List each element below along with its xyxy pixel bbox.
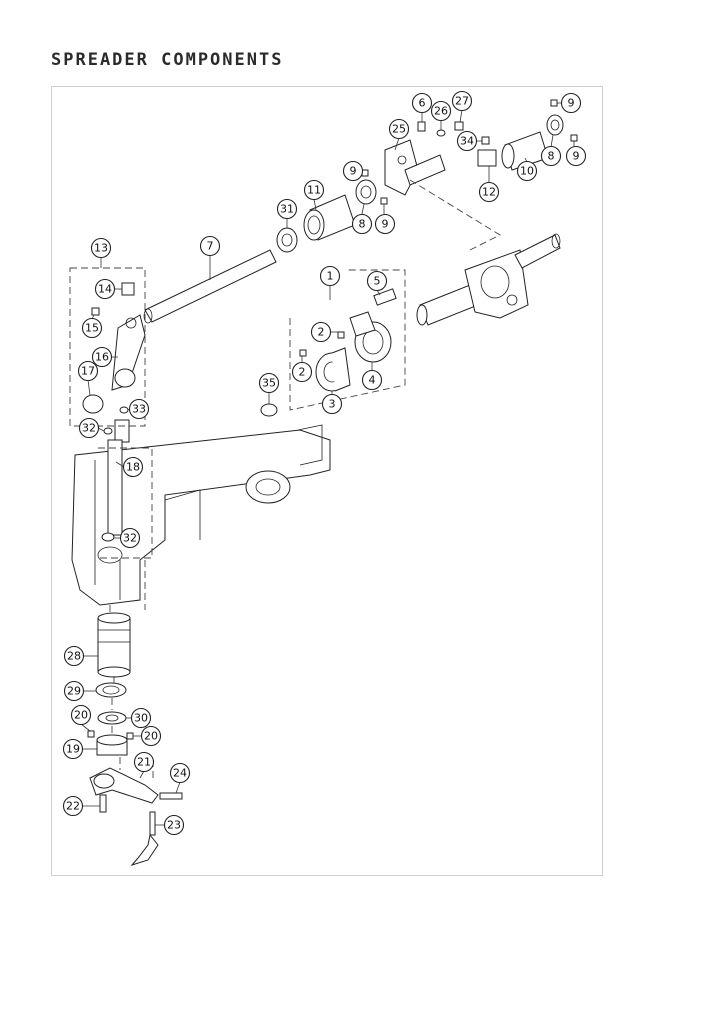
svg-text:4: 4 (369, 374, 376, 387)
callout-26: 26 (430, 100, 452, 130)
collar-parts (355, 169, 388, 205)
svg-text:1: 1 (327, 270, 334, 283)
svg-text:12: 12 (482, 186, 496, 199)
svg-text:9: 9 (350, 165, 357, 178)
callout-3: 3 (321, 391, 343, 415)
callout-32: 32 (114, 527, 141, 549)
svg-text:28: 28 (67, 650, 81, 663)
callout-10: 10 (516, 157, 538, 182)
callout-23: 23 (155, 814, 185, 836)
svg-text:25: 25 (392, 123, 406, 136)
diagram-frame (51, 86, 603, 876)
callout-7: 7 (199, 235, 221, 280)
callout-22: 22 (62, 795, 100, 817)
callout-2: 2 (310, 321, 338, 343)
callout-8: 8 (540, 134, 562, 167)
callout-11: 11 (303, 179, 325, 211)
svg-text:29: 29 (67, 685, 81, 698)
lower-stack (87, 612, 183, 866)
svg-text:13: 13 (94, 242, 108, 255)
svg-text:15: 15 (85, 322, 99, 335)
svg-text:20: 20 (74, 709, 88, 722)
svg-text:21: 21 (137, 756, 151, 769)
group-outlines (69, 179, 501, 780)
svg-text:17: 17 (81, 365, 95, 378)
shaft (143, 249, 277, 324)
callout-35: 35 (258, 372, 280, 404)
crank-parts (384, 121, 464, 196)
svg-text:9: 9 (568, 97, 575, 110)
svg-text:22: 22 (66, 800, 80, 813)
callout-32: 32 (78, 417, 105, 439)
callout-20: 20 (133, 725, 162, 747)
callout-19: 19 (62, 738, 97, 760)
svg-text:2: 2 (318, 326, 325, 339)
svg-text:33: 33 (132, 403, 146, 416)
svg-text:2: 2 (299, 366, 306, 379)
callout-9: 9 (342, 160, 364, 182)
svg-text:9: 9 (382, 218, 389, 231)
callout-12: 12 (478, 166, 500, 203)
page-title: SPREADER COMPONENTS (51, 50, 284, 70)
svg-text:32: 32 (123, 532, 137, 545)
callout-25: 25 (388, 118, 410, 151)
svg-text:24: 24 (173, 767, 187, 780)
callout-6: 6 (411, 92, 433, 122)
svg-text:11: 11 (307, 184, 321, 197)
svg-text:35: 35 (262, 377, 276, 390)
callout-8: 8 (351, 203, 373, 235)
callout-33: 33 (127, 398, 150, 420)
callout-29: 29 (63, 680, 96, 702)
callout-30: 30 (126, 707, 152, 729)
callout-21: 21 (133, 751, 155, 779)
svg-text:20: 20 (144, 730, 158, 743)
svg-text:23: 23 (167, 819, 181, 832)
svg-text:26: 26 (434, 105, 448, 118)
callout-31: 31 (276, 198, 298, 228)
svg-text:8: 8 (548, 150, 555, 163)
callout-5: 5 (366, 270, 388, 296)
svg-text:8: 8 (359, 218, 366, 231)
callout-4: 4 (361, 362, 383, 391)
svg-text:9: 9 (573, 150, 580, 163)
callout-9: 9 (374, 204, 396, 235)
svg-text:30: 30 (134, 712, 148, 725)
callout-24: 24 (169, 762, 191, 794)
svg-text:16: 16 (95, 351, 109, 364)
callout-20: 20 (70, 704, 92, 732)
callout-34: 34 (456, 130, 482, 152)
svg-text:18: 18 (126, 461, 140, 474)
right-housing (416, 233, 561, 326)
svg-text:6: 6 (419, 97, 426, 110)
callout-17: 17 (77, 360, 99, 396)
svg-text:5: 5 (374, 275, 381, 288)
right-parts (477, 99, 578, 171)
callout-18: 18 (115, 456, 144, 478)
callout-9: 9 (565, 141, 587, 167)
callout-14: 14 (94, 278, 122, 300)
svg-text:32: 32 (82, 422, 96, 435)
svg-text:10: 10 (520, 165, 534, 178)
svg-text:7: 7 (207, 240, 214, 253)
callout-13: 13 (90, 237, 112, 268)
callouts: 1 2 2 3 4 5 6 7 8 8 9 9 9 9 10 11 12 13 … (62, 90, 587, 836)
callout-16: 16 (91, 346, 118, 368)
svg-text:34: 34 (460, 135, 474, 148)
callout-27: 27 (451, 90, 473, 123)
callout-28: 28 (63, 645, 98, 667)
svg-text:31: 31 (280, 203, 294, 216)
svg-text:14: 14 (98, 283, 112, 296)
callout-9: 9 (557, 92, 582, 114)
svg-text:19: 19 (66, 743, 80, 756)
callout-2: 2 (291, 356, 313, 383)
group-1-parts (260, 288, 397, 417)
callout-1: 1 (319, 265, 341, 300)
callout-15: 15 (81, 314, 103, 339)
svg-text:27: 27 (455, 95, 469, 108)
svg-text:3: 3 (329, 398, 336, 411)
